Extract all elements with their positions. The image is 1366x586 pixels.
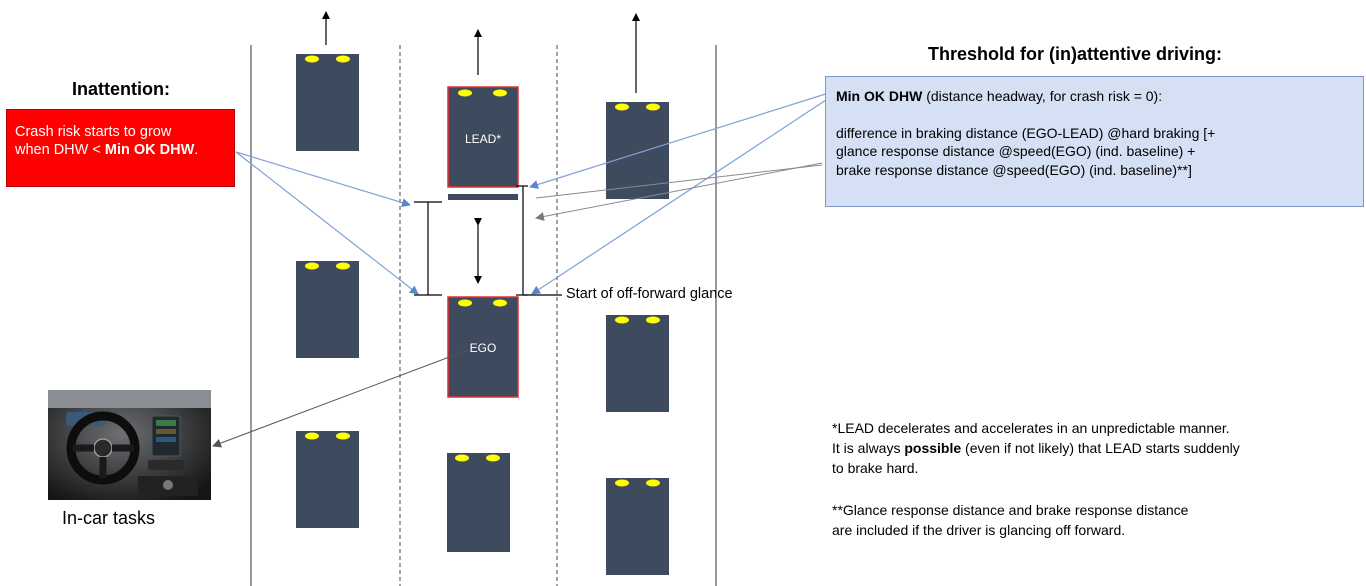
lead-brake-bar [448, 194, 518, 200]
threshold-title: Threshold for (in)attentive driving: [928, 44, 1223, 64]
response-note: **Glance response distance and brake res… [832, 502, 1189, 538]
ego-car-label: EGO [469, 341, 497, 355]
definition-heading: Min OK DHW (distance headway, for crash … [836, 88, 1163, 104]
car-right-1 [606, 102, 669, 199]
incar-tasks-label: In-car tasks [62, 508, 156, 528]
headway-bracket-left [414, 201, 442, 296]
car-dashboard-image [48, 390, 211, 500]
start-glance-label: Start of off-forward glance [566, 286, 733, 302]
crash-risk-box: Crash risk starts to grow when DHW < Min… [6, 109, 235, 187]
arrow-def-to-lead [529, 91, 833, 189]
car-right-2 [606, 315, 669, 412]
definition-line1: difference in braking distance (EGO-LEAD… [836, 124, 1216, 141]
car-ego [447, 296, 519, 398]
lead-car-label: LEAD* [464, 132, 502, 146]
car-left-2 [296, 261, 359, 358]
arrow-crash-to-bracket-top [235, 151, 411, 207]
car-left-3 [296, 431, 359, 528]
arrow-crash-to-bracket-bottom [235, 151, 419, 295]
arrow-def-to-ego [531, 93, 836, 295]
crash-risk-line2: when DHW < Min OK DHW. [15, 142, 199, 158]
arrow-brake-to-bracket [535, 164, 823, 199]
definition-line3: brake response distance @speed(EGO) (ind… [836, 161, 1192, 178]
headway-bracket-right [516, 185, 528, 296]
definition-line2: glance response distance @speed(EGO) (in… [836, 143, 1196, 160]
lead-note: *LEAD decelerates and accelerates in an … [832, 420, 1240, 476]
car-lead [447, 86, 519, 188]
crash-risk-line1: Crash risk starts to grow [15, 124, 172, 140]
car-right-3 [606, 478, 669, 575]
definition-box: Min OK DHW (distance headway, for crash … [825, 76, 1364, 207]
arrow-glance-to-bracket [535, 162, 823, 221]
arrow-ego-to-tasks [212, 349, 469, 448]
inattention-title: Inattention: [72, 79, 170, 99]
car-left-1 [296, 54, 359, 151]
car-center-3 [447, 453, 510, 552]
